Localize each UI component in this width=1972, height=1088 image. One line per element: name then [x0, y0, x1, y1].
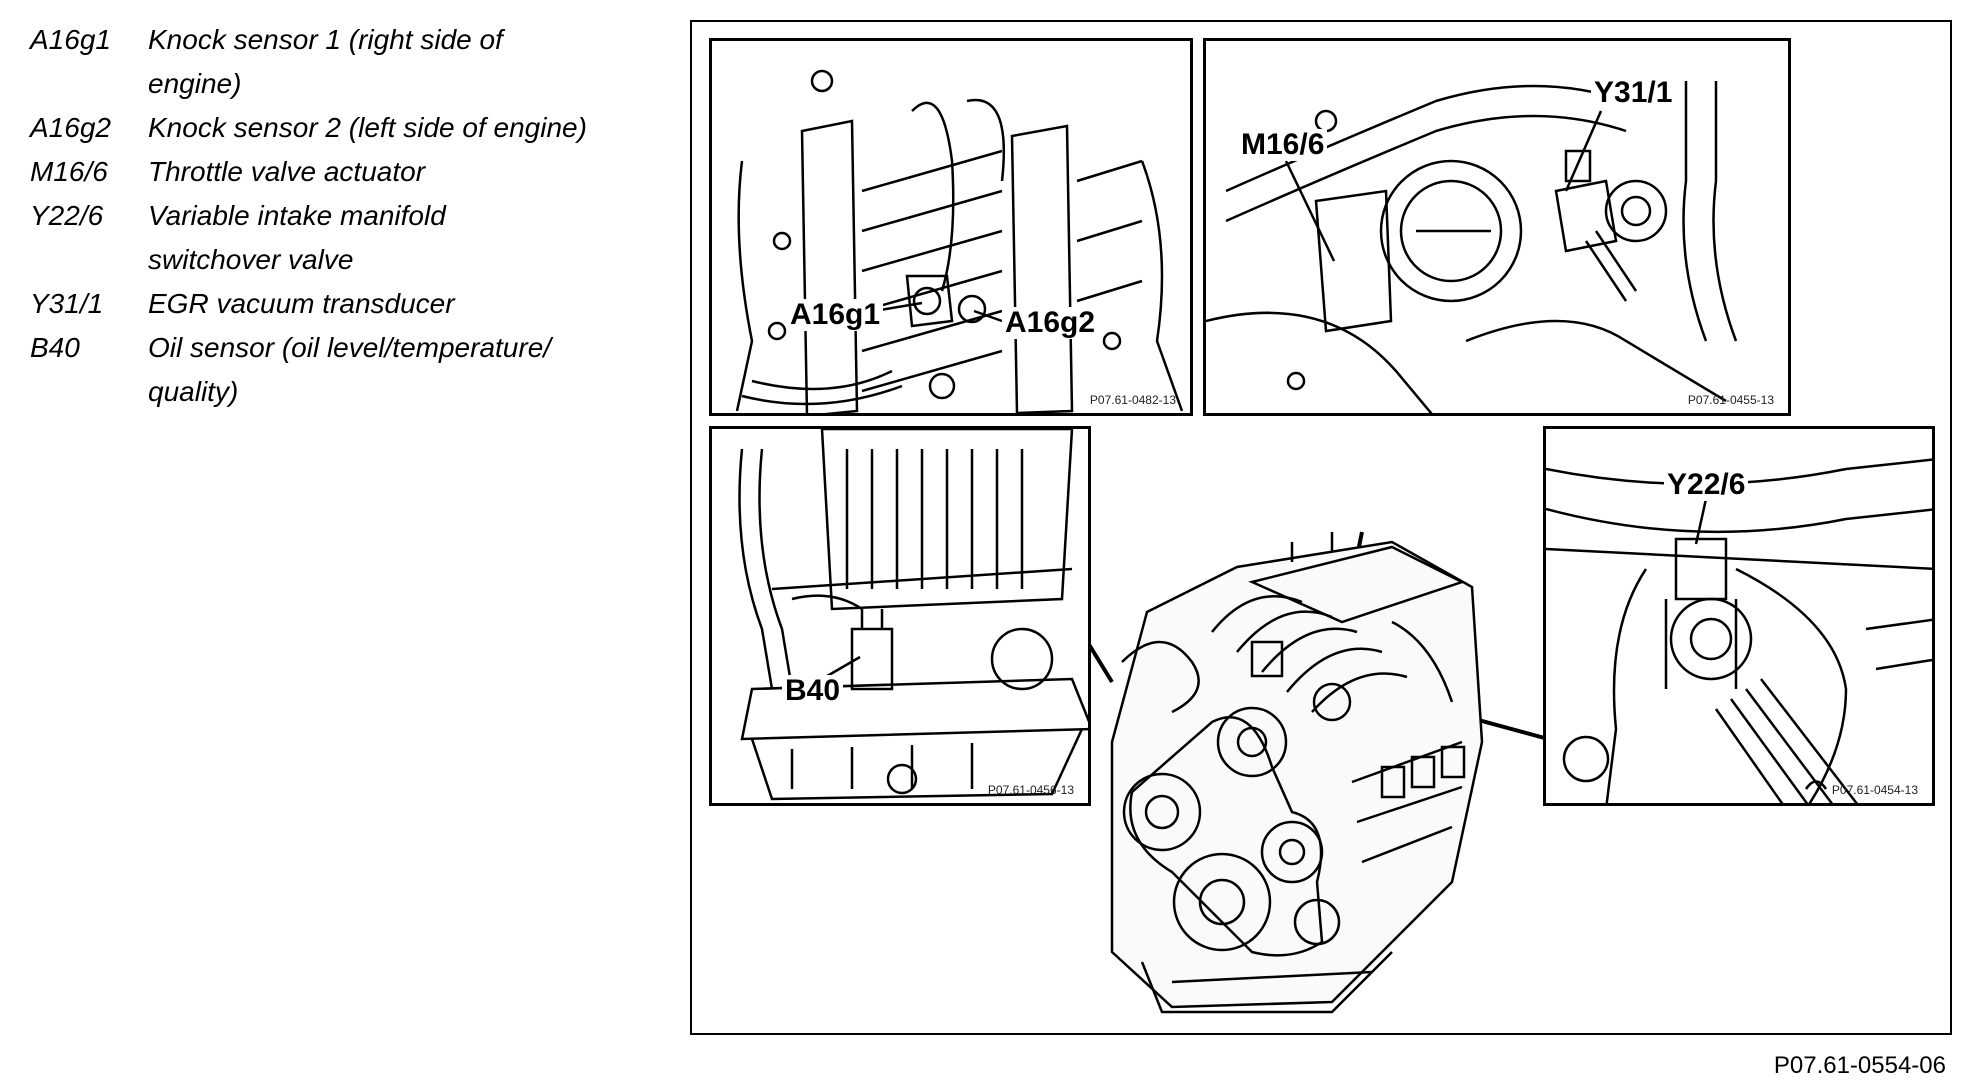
callout-a16g1: A16g1 — [787, 299, 884, 331]
detail-panel-knock-sensors: A16g1 A16g2 P07.61-0482-13 — [709, 38, 1193, 416]
engine-component-figure: A16g1 A16g2 P07.61-0482-13 — [690, 20, 1952, 1035]
panel-reference-number: P07.61-0454-13 — [1831, 783, 1918, 797]
legend-code: B40 — [30, 332, 80, 363]
legend-item-y22-6: Y22/6 Variable intake manifold switchove… — [30, 194, 680, 282]
legend-item-a16g2: A16g2 Knock sensor 2 (left side of engin… — [30, 106, 680, 150]
panel-reference-number: P07.61-0455-13 — [1687, 393, 1774, 407]
legend-description-line: EGR vacuum transducer — [148, 288, 455, 319]
legend-code: M16/6 — [30, 156, 108, 187]
legend-item-y31-1: Y31/1 EGR vacuum transducer — [30, 282, 680, 326]
panel-reference-number: P07.61-0482-13 — [1089, 393, 1176, 407]
legend-code: Y31/1 — [30, 288, 104, 319]
legend-code: A16g1 — [30, 24, 111, 55]
legend-item-b40: B40 Oil sensor (oil level/temperature/ q… — [30, 326, 680, 414]
intake-switchover-illustration — [1546, 458, 1932, 803]
detail-panel-intake-switchover: Y22/6 P07.61-0454-13 — [1543, 426, 1935, 806]
intake-switchover-leader — [1694, 498, 1708, 545]
legend-description-line: Throttle valve actuator — [148, 156, 426, 187]
callout-a16g2: A16g2 — [1002, 307, 1099, 339]
legend-description: Throttle valve actuator — [148, 150, 680, 194]
legend-description: Oil sensor (oil level/temperature/ quali… — [148, 326, 680, 414]
oil-sensor-leader — [821, 655, 861, 681]
throttle-egr-illustration — [1206, 81, 1738, 413]
legend-description-line: Knock sensor 1 (right side of — [148, 24, 503, 55]
panel-reference-number: P07.61-0456-13 — [987, 783, 1074, 797]
legend-item-m16-6: M16/6 Throttle valve actuator — [30, 150, 680, 194]
legend-description-line: quality) — [148, 376, 239, 407]
callout-y31-1: Y31/1 — [1591, 77, 1676, 109]
legend-description-line: Knock sensor 2 (left side of engine) — [148, 112, 587, 143]
legend-code: A16g2 — [30, 112, 111, 143]
callout-b40: B40 — [782, 675, 844, 707]
legend-item-a16g1: A16g1 Knock sensor 1 (right side of engi… — [30, 18, 680, 106]
legend-description-line: switchover valve — [148, 244, 354, 275]
knock-sensor-leaders — [861, 301, 1003, 323]
legend-description: Variable intake manifold switchover valv… — [148, 194, 680, 282]
callout-y22-6: Y22/6 — [1664, 469, 1749, 501]
throttle-egr-leaders — [1284, 110, 1603, 262]
legend-description-line: Oil sensor (oil level/temperature/ — [148, 332, 552, 363]
detail-panel-throttle-egr: M16/6 Y31/1 P07.61-0455-13 — [1203, 38, 1791, 416]
legend-description-line: Variable intake manifold — [148, 200, 446, 231]
component-legend: A16g1 Knock sensor 1 (right side of engi… — [30, 18, 680, 414]
oil-sensor-illustration — [738, 429, 1088, 801]
figure-id: P07.61-0554-06 — [1773, 1052, 1946, 1079]
legend-description: EGR vacuum transducer — [148, 282, 680, 326]
legend-description-line: engine) — [148, 68, 242, 99]
callout-m16-6: M16/6 — [1238, 129, 1328, 161]
legend-description: Knock sensor 2 (left side of engine) — [148, 106, 680, 150]
legend-code: Y22/6 — [30, 200, 104, 231]
legend-description: Knock sensor 1 (right side of engine) — [148, 18, 680, 106]
detail-panel-oil-sensor: B40 P07.61-0456-13 — [709, 426, 1091, 806]
